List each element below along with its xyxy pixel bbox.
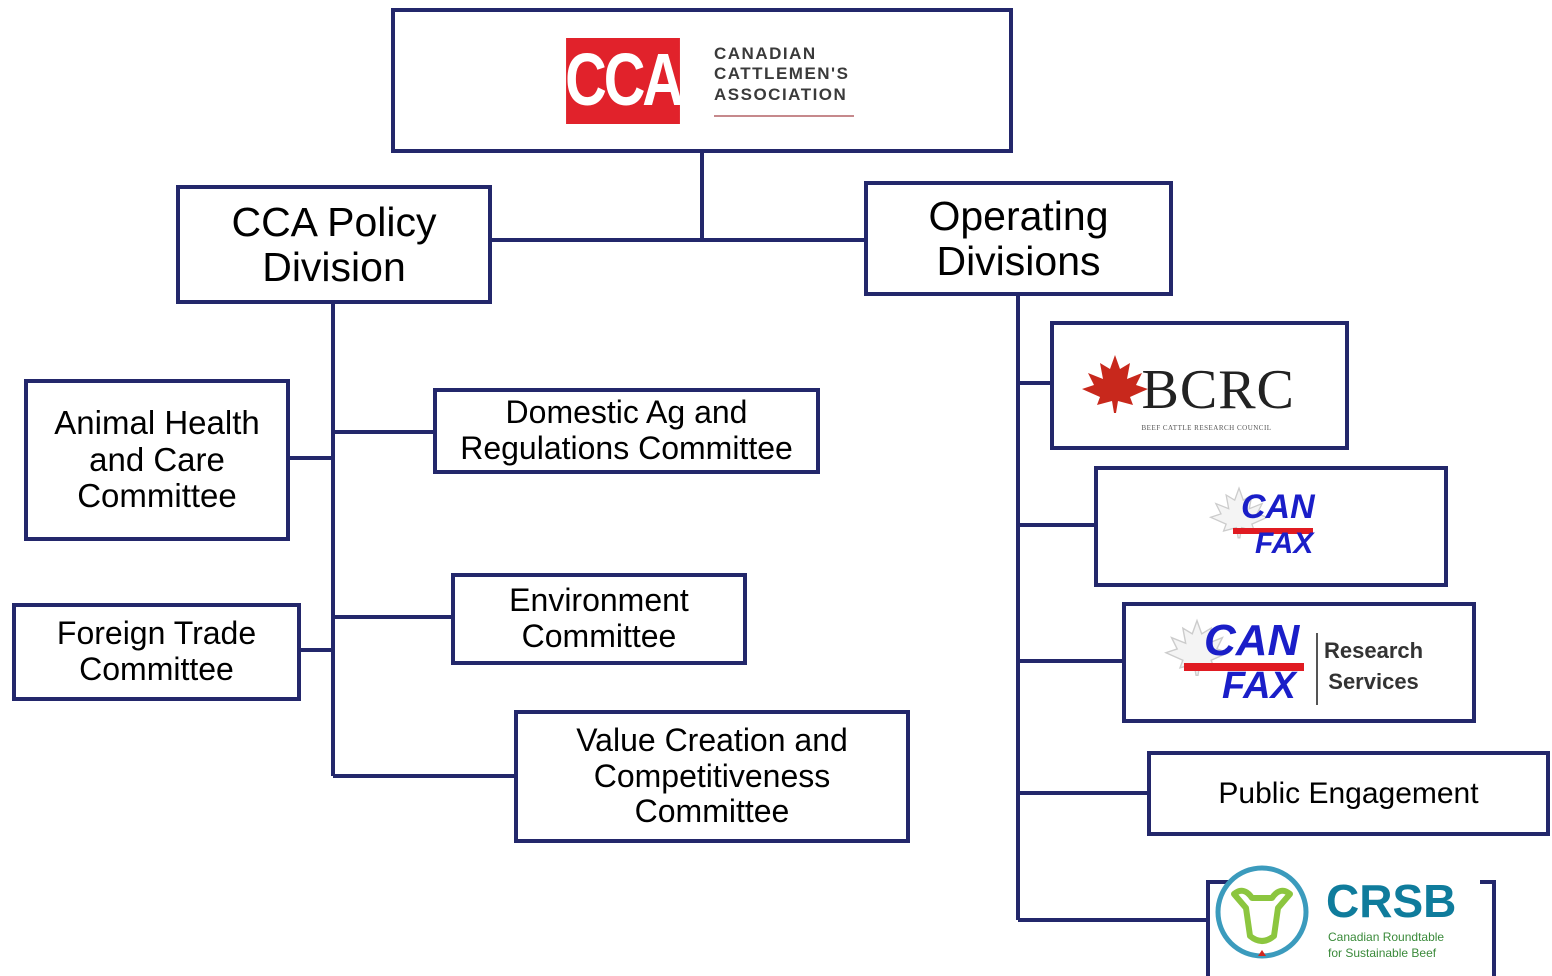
canfax-research-bottom-text: FAX xyxy=(1222,664,1296,707)
cca-logo-line-2: CATTLEMEN'S xyxy=(714,64,850,84)
cca-logo-line-3: ASSOCIATION xyxy=(714,84,848,104)
public-engagement-label: Public Engagement xyxy=(1218,776,1479,810)
policy-division-box: CCA Policy Division xyxy=(176,185,492,304)
environment-line-1: Environment xyxy=(509,582,689,619)
crsb-frame-gap xyxy=(1260,880,1480,886)
maple-leaf-outline-icon xyxy=(1164,618,1230,676)
canfax-box: CAN FAX xyxy=(1094,466,1448,587)
crsb-logo-frame: CRSB Canadian Roundtable for Sustainable… xyxy=(1206,865,1496,976)
domestic-ag-line-1: Domestic Ag and xyxy=(505,394,748,431)
animal-health-line-2: and Care xyxy=(89,440,225,478)
canfax-research-logo: CAN FAX Research Services xyxy=(1164,613,1434,713)
canfax-top-text: CAN xyxy=(1241,487,1315,526)
cow-head-icon xyxy=(1215,865,1309,959)
public-engagement-box: Public Engagement xyxy=(1147,751,1550,836)
research-services-line-1: Research xyxy=(1324,637,1424,663)
canfax-bottom-text: FAX xyxy=(1255,526,1314,560)
animal-health-line-3: Committee xyxy=(77,477,237,515)
crsb-tagline-line-1: Canadian Roundtable xyxy=(1328,930,1445,944)
bcrc-name: BCRC xyxy=(1141,358,1295,421)
environment-committee-box: Environment Committee xyxy=(451,573,747,665)
policy-division-title-line-2: Division xyxy=(262,243,406,290)
canfax-research-top-text: CAN xyxy=(1204,615,1300,665)
cca-logo-line-1: CANADIAN xyxy=(714,43,817,63)
animal-health-committee-box: Animal Health and Care Committee xyxy=(24,379,290,541)
crsb-tagline: Canadian Roundtable for Sustainable Beef xyxy=(1328,930,1444,961)
foreign-trade-line-1: Foreign Trade xyxy=(56,615,257,652)
operating-divisions-title-line-2: Divisions xyxy=(936,237,1101,284)
operating-divisions-title-line-1: Operating xyxy=(928,193,1109,240)
value-creation-line-1: Value Creation and xyxy=(576,721,848,758)
canfax-red-stripe xyxy=(1233,527,1313,534)
domestic-ag-committee-box: Domestic Ag and Regulations Committee xyxy=(433,388,820,474)
animal-health-line-1: Animal Health xyxy=(54,403,260,441)
maple-leaf-icon xyxy=(1081,354,1148,413)
cca-root-box: CCA CANADIAN CATTLEMEN'S ASSOCIATION xyxy=(391,8,1013,153)
bcrc-tagline: BEEF CATTLE RESEARCH COUNCIL xyxy=(1141,423,1272,432)
domestic-ag-line-2: Regulations Committee xyxy=(460,430,793,466)
canfax-research-divider xyxy=(1316,632,1318,705)
policy-division-title-line-1: CCA Policy xyxy=(231,199,437,246)
research-services-label: Research Services xyxy=(1324,635,1423,699)
bcrc-box: BCRC BEEF CATTLE RESEARCH COUNCIL xyxy=(1050,321,1349,450)
foreign-trade-committee-box: Foreign Trade Committee xyxy=(12,603,301,701)
bcrc-logo: BCRC BEEF CATTLE RESEARCH COUNCIL xyxy=(1080,341,1320,431)
environment-line-2: Committee xyxy=(521,618,677,654)
operating-divisions-box: Operating Divisions xyxy=(864,181,1173,296)
cca-logo-mark: CCA xyxy=(565,37,684,124)
canfax-research-box: CAN FAX Research Services xyxy=(1122,602,1476,723)
cca-logo: CCA CANADIAN CATTLEMEN'S ASSOCIATION xyxy=(550,37,854,124)
foreign-trade-line-2: Committee xyxy=(79,651,234,687)
canfax-research-red-stripe xyxy=(1184,662,1304,671)
value-creation-committee-box: Value Creation and Competitiveness Commi… xyxy=(514,710,910,843)
cca-logo-underline xyxy=(714,115,854,118)
value-creation-line-3: Committee xyxy=(634,793,790,830)
crsb-tagline-line-2: for Sustainable Beef xyxy=(1328,945,1437,960)
value-creation-line-2: Competitiveness xyxy=(593,757,831,794)
maple-leaf-outline-icon xyxy=(1209,485,1269,538)
canfax-logo: CAN FAX xyxy=(1209,482,1331,572)
crsb-name: CRSB xyxy=(1326,875,1457,927)
cca-logo-wordmark: CANADIAN CATTLEMEN'S ASSOCIATION xyxy=(714,43,854,118)
research-services-line-2: Services xyxy=(1328,669,1419,695)
